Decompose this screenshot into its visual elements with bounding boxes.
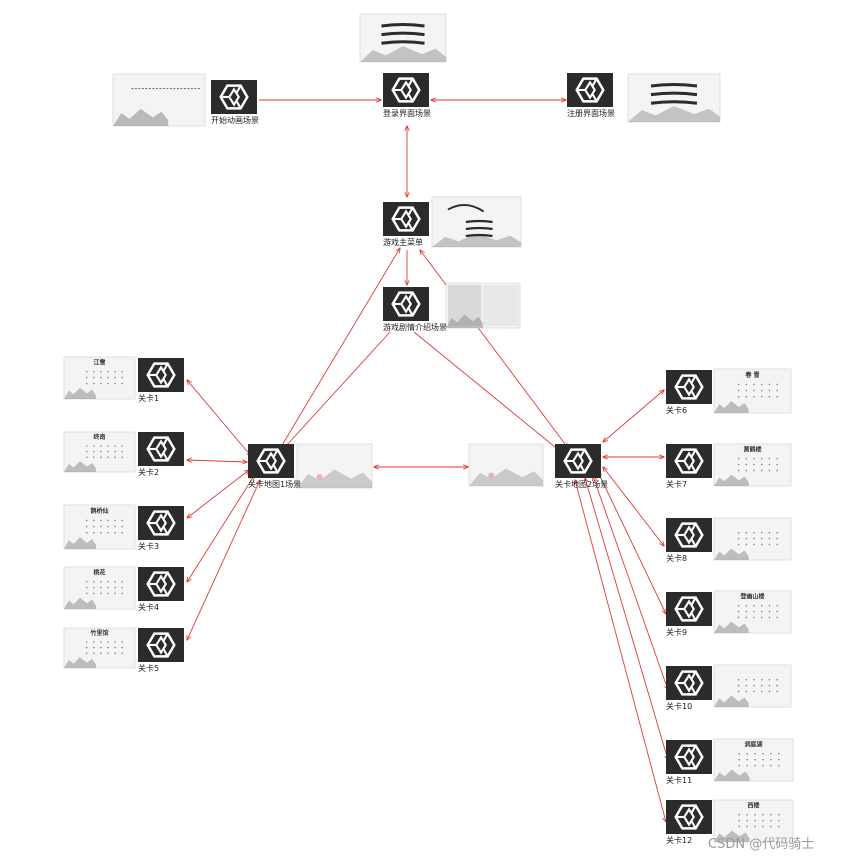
thumbnail-level7: 黄鹤楼	[714, 444, 791, 486]
scene-node-kaishi: 开始动画场景	[211, 80, 259, 125]
scene-label: 关卡5	[138, 663, 159, 673]
thumbnail-juqing	[446, 283, 520, 328]
scene-label: 关卡地图1场景	[248, 479, 301, 489]
edge-arrow	[187, 380, 251, 456]
scene-node-level11: 关卡11	[666, 740, 712, 785]
thumbnail-title: 江雪	[93, 359, 105, 367]
thumbnail-level1: 江雪	[64, 357, 135, 399]
scene-label: 关卡10	[666, 701, 692, 711]
scene-node-level3: 关卡3	[138, 506, 184, 551]
thumbnail-title: 黄鹤楼	[743, 446, 761, 454]
scene-node-denglu: 登录界面场景	[383, 73, 431, 118]
scene-label: 游戏主菜单	[383, 237, 423, 247]
scene-node-level5: 关卡5	[138, 628, 184, 673]
edge-arrow	[420, 250, 568, 448]
scene-label: 关卡11	[666, 775, 692, 785]
thumbnail-level2: 终南	[64, 432, 135, 472]
thumbnail-login	[360, 14, 446, 62]
scene-node-level7: 关卡7	[666, 444, 712, 489]
scene-label: 注册界面场景	[567, 108, 615, 118]
scene-label: 关卡8	[666, 553, 687, 563]
thumbnail-title: 终南	[92, 433, 105, 441]
scene-node-level6: 关卡6	[666, 370, 712, 415]
thumbnail-map1	[297, 444, 372, 488]
scene-node-level9: 关卡9	[666, 592, 712, 637]
edge-arrow	[187, 480, 260, 640]
scene-node-level2: 关卡2	[138, 432, 184, 477]
scene-label: 开始动画场景	[211, 115, 259, 125]
scene-label: 游戏剧情介绍场景	[383, 322, 447, 332]
scene-label: 关卡4	[138, 602, 159, 612]
thumbnail-level3: 鹊桥仙	[64, 505, 135, 549]
thumbnail-level12: 西楼	[714, 800, 793, 842]
thumbnail-level11: 洞庭湖	[714, 739, 793, 781]
edge-arrow	[272, 248, 400, 462]
thumbnail-title: 桃花	[93, 569, 105, 577]
scene-label: 关卡12	[666, 835, 692, 845]
thumbnail-menu	[432, 197, 521, 247]
thumbnail-title: 鹊桥仙	[90, 507, 108, 515]
thumbnail-title: 春 雪	[744, 371, 759, 379]
scene-label: 关卡9	[666, 627, 687, 637]
thumbnail-title: 竹里馆	[89, 629, 108, 637]
edge-arrow	[187, 470, 249, 518]
edge-arrow	[585, 478, 668, 760]
edge-arrow	[414, 332, 566, 456]
thumbnail-level9: 登幽山楼	[714, 591, 791, 633]
edge-arrow	[603, 390, 664, 442]
scene-node-zhucaidan: 游戏主菜单	[383, 202, 429, 247]
thumbnail-map2	[469, 444, 543, 486]
scene-node-ditu2: 关卡地图2场景	[555, 444, 608, 489]
scene-node-level10: 关卡10	[666, 666, 712, 711]
scene-node-level1: 关卡1	[138, 358, 184, 403]
scene-node-level8: 关卡8	[666, 518, 712, 563]
thumbnail-level4: 桃花	[64, 567, 135, 609]
scene-label: 关卡3	[138, 541, 159, 551]
unity-tiles-layer: 开始动画场景登录界面场景注册界面场景游戏主菜单游戏剧情介绍场景关卡地图1场景关卡…	[138, 73, 712, 845]
thumbnail-title: 登幽山楼	[739, 593, 764, 601]
thumbnail-zhuce	[628, 74, 720, 122]
watermark: CSDN @代码骑士	[708, 837, 814, 852]
scene-label: 关卡6	[666, 405, 687, 415]
scene-label: 关卡7	[666, 479, 687, 489]
scene-node-level12: 关卡12	[666, 800, 712, 845]
thumbnail-title: 洞庭湖	[744, 741, 762, 749]
scene-label: 关卡1	[138, 393, 159, 403]
scene-label: 关卡2	[138, 467, 159, 477]
scene-node-level4: 关卡4	[138, 567, 184, 612]
scene-node-zhuce: 注册界面场景	[567, 73, 615, 118]
thumbnail-level6: 春 雪	[714, 369, 791, 413]
edge-arrow	[603, 467, 664, 546]
thumbnail-level10	[714, 665, 791, 707]
thumbnail-level5: 竹里馆	[64, 628, 135, 668]
thumbnail-title: 西楼	[747, 802, 759, 810]
thumbnail-kaishi	[113, 74, 205, 126]
scene-node-juqing: 游戏剧情介绍场景	[383, 287, 447, 332]
scene-label: 登录界面场景	[383, 108, 431, 118]
scene-label: 关卡地图2场景	[555, 479, 608, 489]
edge-arrow	[598, 472, 666, 614]
scene-node-ditu1: 关卡地图1场景	[248, 444, 301, 489]
edge-arrow	[275, 332, 390, 458]
edge-arrow	[187, 460, 247, 462]
thumbnail-level8	[714, 518, 791, 560]
edge-arrow	[593, 476, 668, 690]
